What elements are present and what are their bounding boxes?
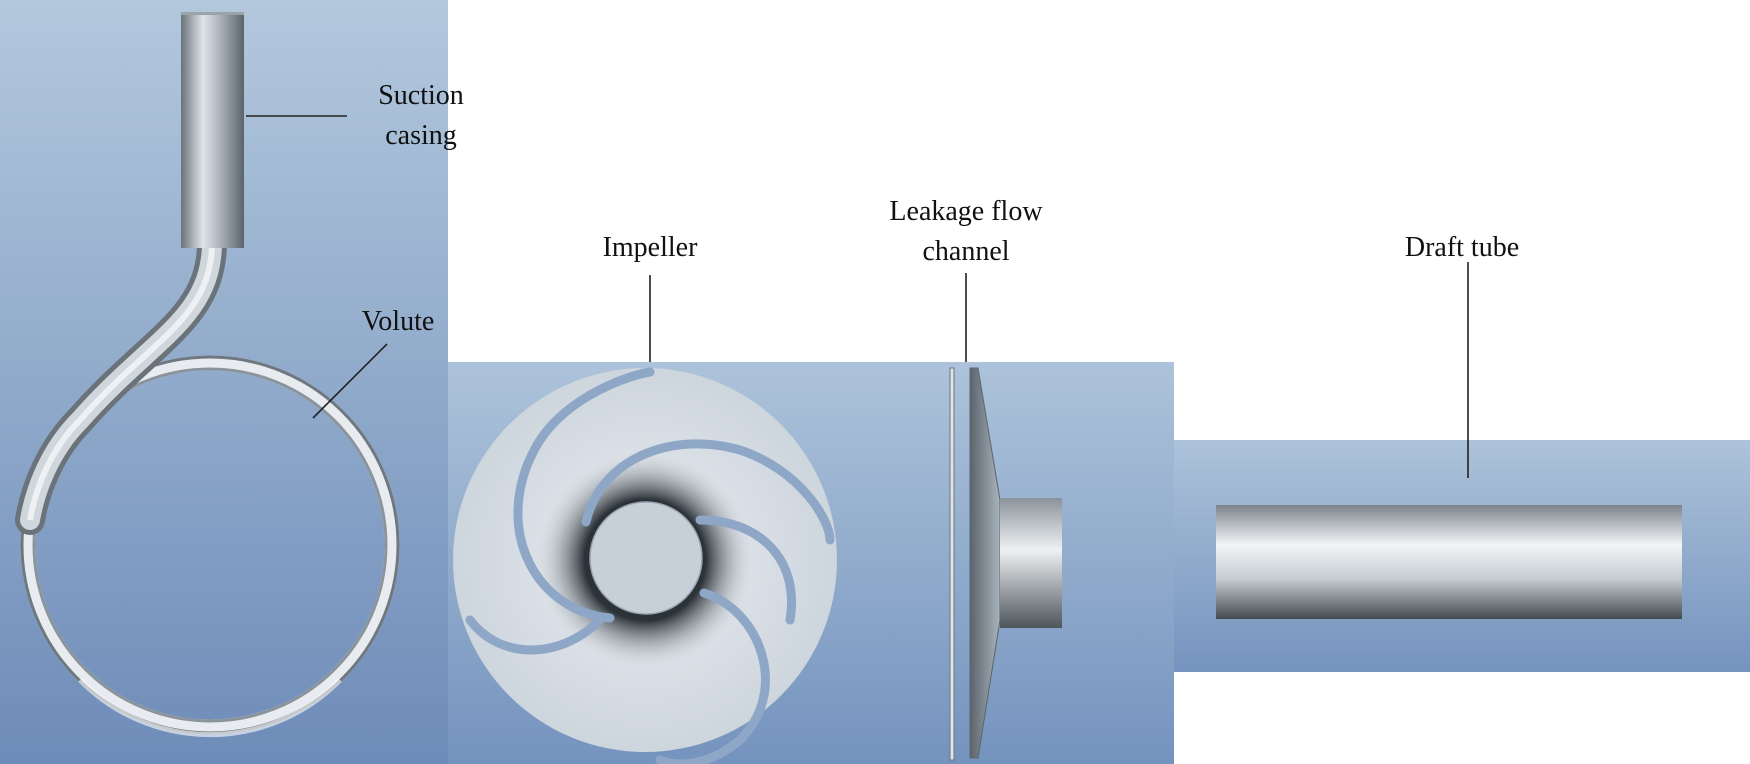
suction-casing-label-line2: casing — [385, 120, 457, 151]
impeller-panel — [448, 275, 856, 764]
draft-tube-label: Draft tube — [1405, 232, 1519, 263]
suction-volute-panel — [0, 0, 448, 764]
volute-ring — [20, 355, 400, 738]
leakage-label-line1: Leakage flow — [889, 196, 1043, 227]
draft-tube-pipe — [1216, 505, 1682, 619]
impeller-label: Impeller — [603, 232, 699, 263]
draft-tube-panel — [1174, 262, 1750, 672]
volute-leader — [312, 343, 388, 419]
impeller-blades — [465, 367, 835, 764]
leakage-shaft — [1000, 498, 1062, 628]
leakage-panel — [856, 273, 1174, 764]
impeller-hub — [589, 501, 703, 615]
suction-casing-label-line1: Suction — [378, 80, 464, 111]
leakage-ring-1 — [949, 367, 955, 761]
suction-pipe — [15, 12, 244, 535]
leakage-label-line2: channel — [922, 236, 1009, 267]
volute-label: Volute — [362, 306, 435, 337]
